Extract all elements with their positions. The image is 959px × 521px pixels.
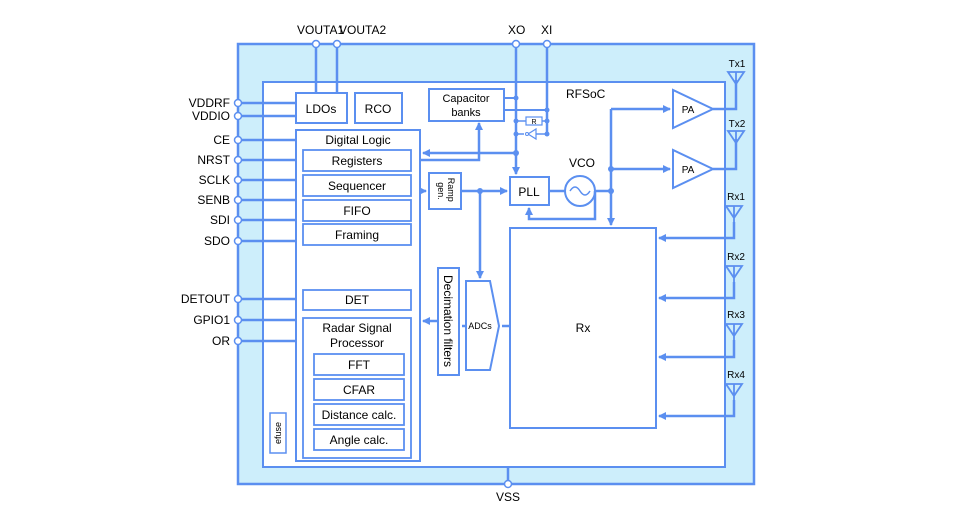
pin-label-sdi: SDI	[210, 213, 230, 227]
pin-label-or: OR	[212, 334, 230, 348]
angle-calc-label: Angle calc.	[330, 433, 389, 447]
registers-block	[302, 149, 412, 172]
pin-label-vss: VSS	[496, 490, 520, 504]
det-label: DET	[345, 293, 370, 307]
fft-label: FFT	[348, 358, 371, 372]
pa2-label: PA	[682, 165, 695, 176]
adcs-label: ADCs	[468, 321, 492, 331]
capacitor-banks-label-2: banks	[451, 107, 481, 119]
rx2-antenna-icon	[724, 265, 744, 282]
distance-calc-label: Distance calc.	[322, 408, 397, 422]
pa1-label: PA	[682, 105, 695, 116]
tx1-antenna-icon	[726, 71, 746, 86]
sequencer-block	[302, 174, 412, 197]
pin-label-vddrf: VDDRF	[189, 96, 230, 110]
pin-vouta2	[332, 39, 342, 49]
pin-vouta1	[311, 39, 321, 49]
pin-xo	[511, 39, 521, 49]
angle-calc-block	[313, 428, 405, 451]
pin-label-xi: XI	[541, 23, 552, 37]
sequencer-label: Sequencer	[328, 179, 386, 193]
pll-label: PLL	[518, 185, 540, 199]
fifo-block	[302, 199, 412, 222]
rsp-label-2: Processor	[330, 336, 384, 350]
oscillator-inverter	[526, 127, 537, 141]
pin-label-xo: XO	[508, 23, 525, 37]
pa1-symbol	[672, 88, 716, 130]
rx1-label: Rx1	[727, 192, 745, 203]
tx1-label: Tx1	[729, 59, 746, 70]
rx3-label: Rx3	[727, 310, 745, 321]
fifo-label: FIFO	[343, 204, 370, 218]
fft-block	[313, 353, 405, 376]
rx-label: Rx	[576, 321, 591, 335]
rx4-label: Rx4	[727, 370, 745, 381]
rsp-label-1: Radar Signal	[322, 321, 391, 335]
rco-block	[354, 92, 403, 124]
registers-label: Registers	[332, 154, 383, 168]
efuse-block	[269, 412, 287, 454]
pin-label-vouta2: VOUTA2	[339, 23, 386, 37]
tx2-antenna-icon	[726, 130, 746, 145]
digital-logic-label: Digital Logic	[325, 133, 390, 147]
distance-calc-block	[313, 403, 405, 426]
rx2-label: Rx2	[727, 252, 745, 263]
pin-label-detout: DETOUT	[181, 292, 231, 306]
pa2-symbol	[672, 148, 716, 190]
pin-xi	[542, 39, 552, 49]
capacitor-banks-block	[428, 88, 505, 122]
feedback-resistor	[525, 116, 543, 126]
framing-label: Framing	[335, 228, 379, 242]
framing-block	[302, 223, 412, 246]
resistor-label: R	[531, 119, 536, 126]
vco-label: VCO	[569, 156, 595, 170]
cfar-label: CFAR	[343, 383, 375, 397]
rco-label: RCO	[365, 102, 392, 116]
pin-label-senb: SENB	[197, 193, 230, 207]
tx2-label: Tx2	[729, 119, 746, 130]
pin-label-sclk: SCLK	[199, 173, 230, 187]
capacitor-banks-label-1: Capacitor	[442, 93, 489, 105]
pin-label-nrst: NRST	[197, 153, 230, 167]
chip-title: RFSoC	[566, 87, 606, 101]
efuse-label: efuse	[273, 422, 283, 444]
pin-label-ce: CE	[213, 133, 230, 147]
rx3-antenna-icon	[724, 323, 744, 340]
adcs-block	[465, 280, 501, 371]
ramp-gen-label-2: gen.	[436, 182, 446, 200]
decimation-filters-label: Decimation filters	[441, 275, 455, 367]
rx1-antenna-icon	[724, 205, 744, 222]
pin-label-vouta1: VOUTA1	[297, 23, 344, 37]
svg-text:Ramp gen.: Ramp gen.	[436, 178, 456, 205]
pin-vss	[503, 479, 513, 489]
rx-block	[509, 227, 657, 429]
ramp-gen-block	[428, 172, 462, 210]
ldos-block	[295, 92, 348, 124]
pin-label-vddio: VDDIO	[192, 109, 230, 123]
ramp-gen-label-1: Ramp	[446, 178, 456, 202]
ldos-label: LDOs	[306, 102, 337, 116]
det-block	[302, 289, 412, 311]
rx4-antenna-icon	[724, 383, 744, 400]
pin-label-gpio1: GPIO1	[193, 313, 230, 327]
pin-label-sdo: SDO	[204, 234, 230, 248]
cfar-block	[313, 378, 405, 401]
